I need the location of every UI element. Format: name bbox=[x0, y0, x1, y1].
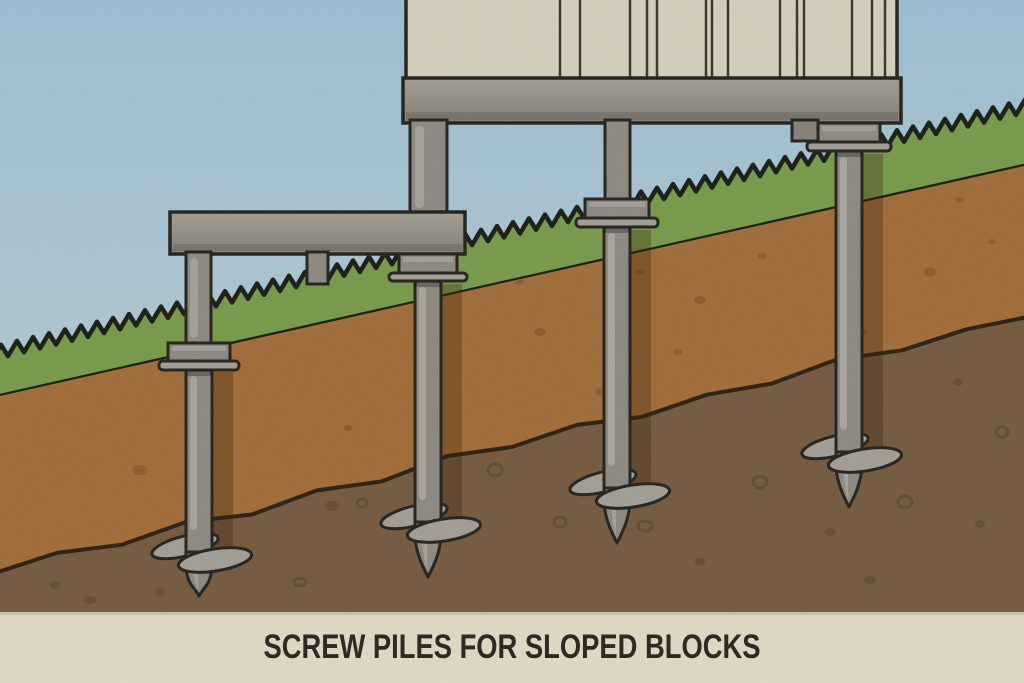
screw-pile-illustration: SCREW PILES FOR SLOPED BLOCKS bbox=[0, 0, 1024, 683]
paper-grain-overlay bbox=[0, 0, 1024, 683]
illustration-stage: SCREW PILES FOR SLOPED BLOCKS bbox=[0, 0, 1024, 683]
